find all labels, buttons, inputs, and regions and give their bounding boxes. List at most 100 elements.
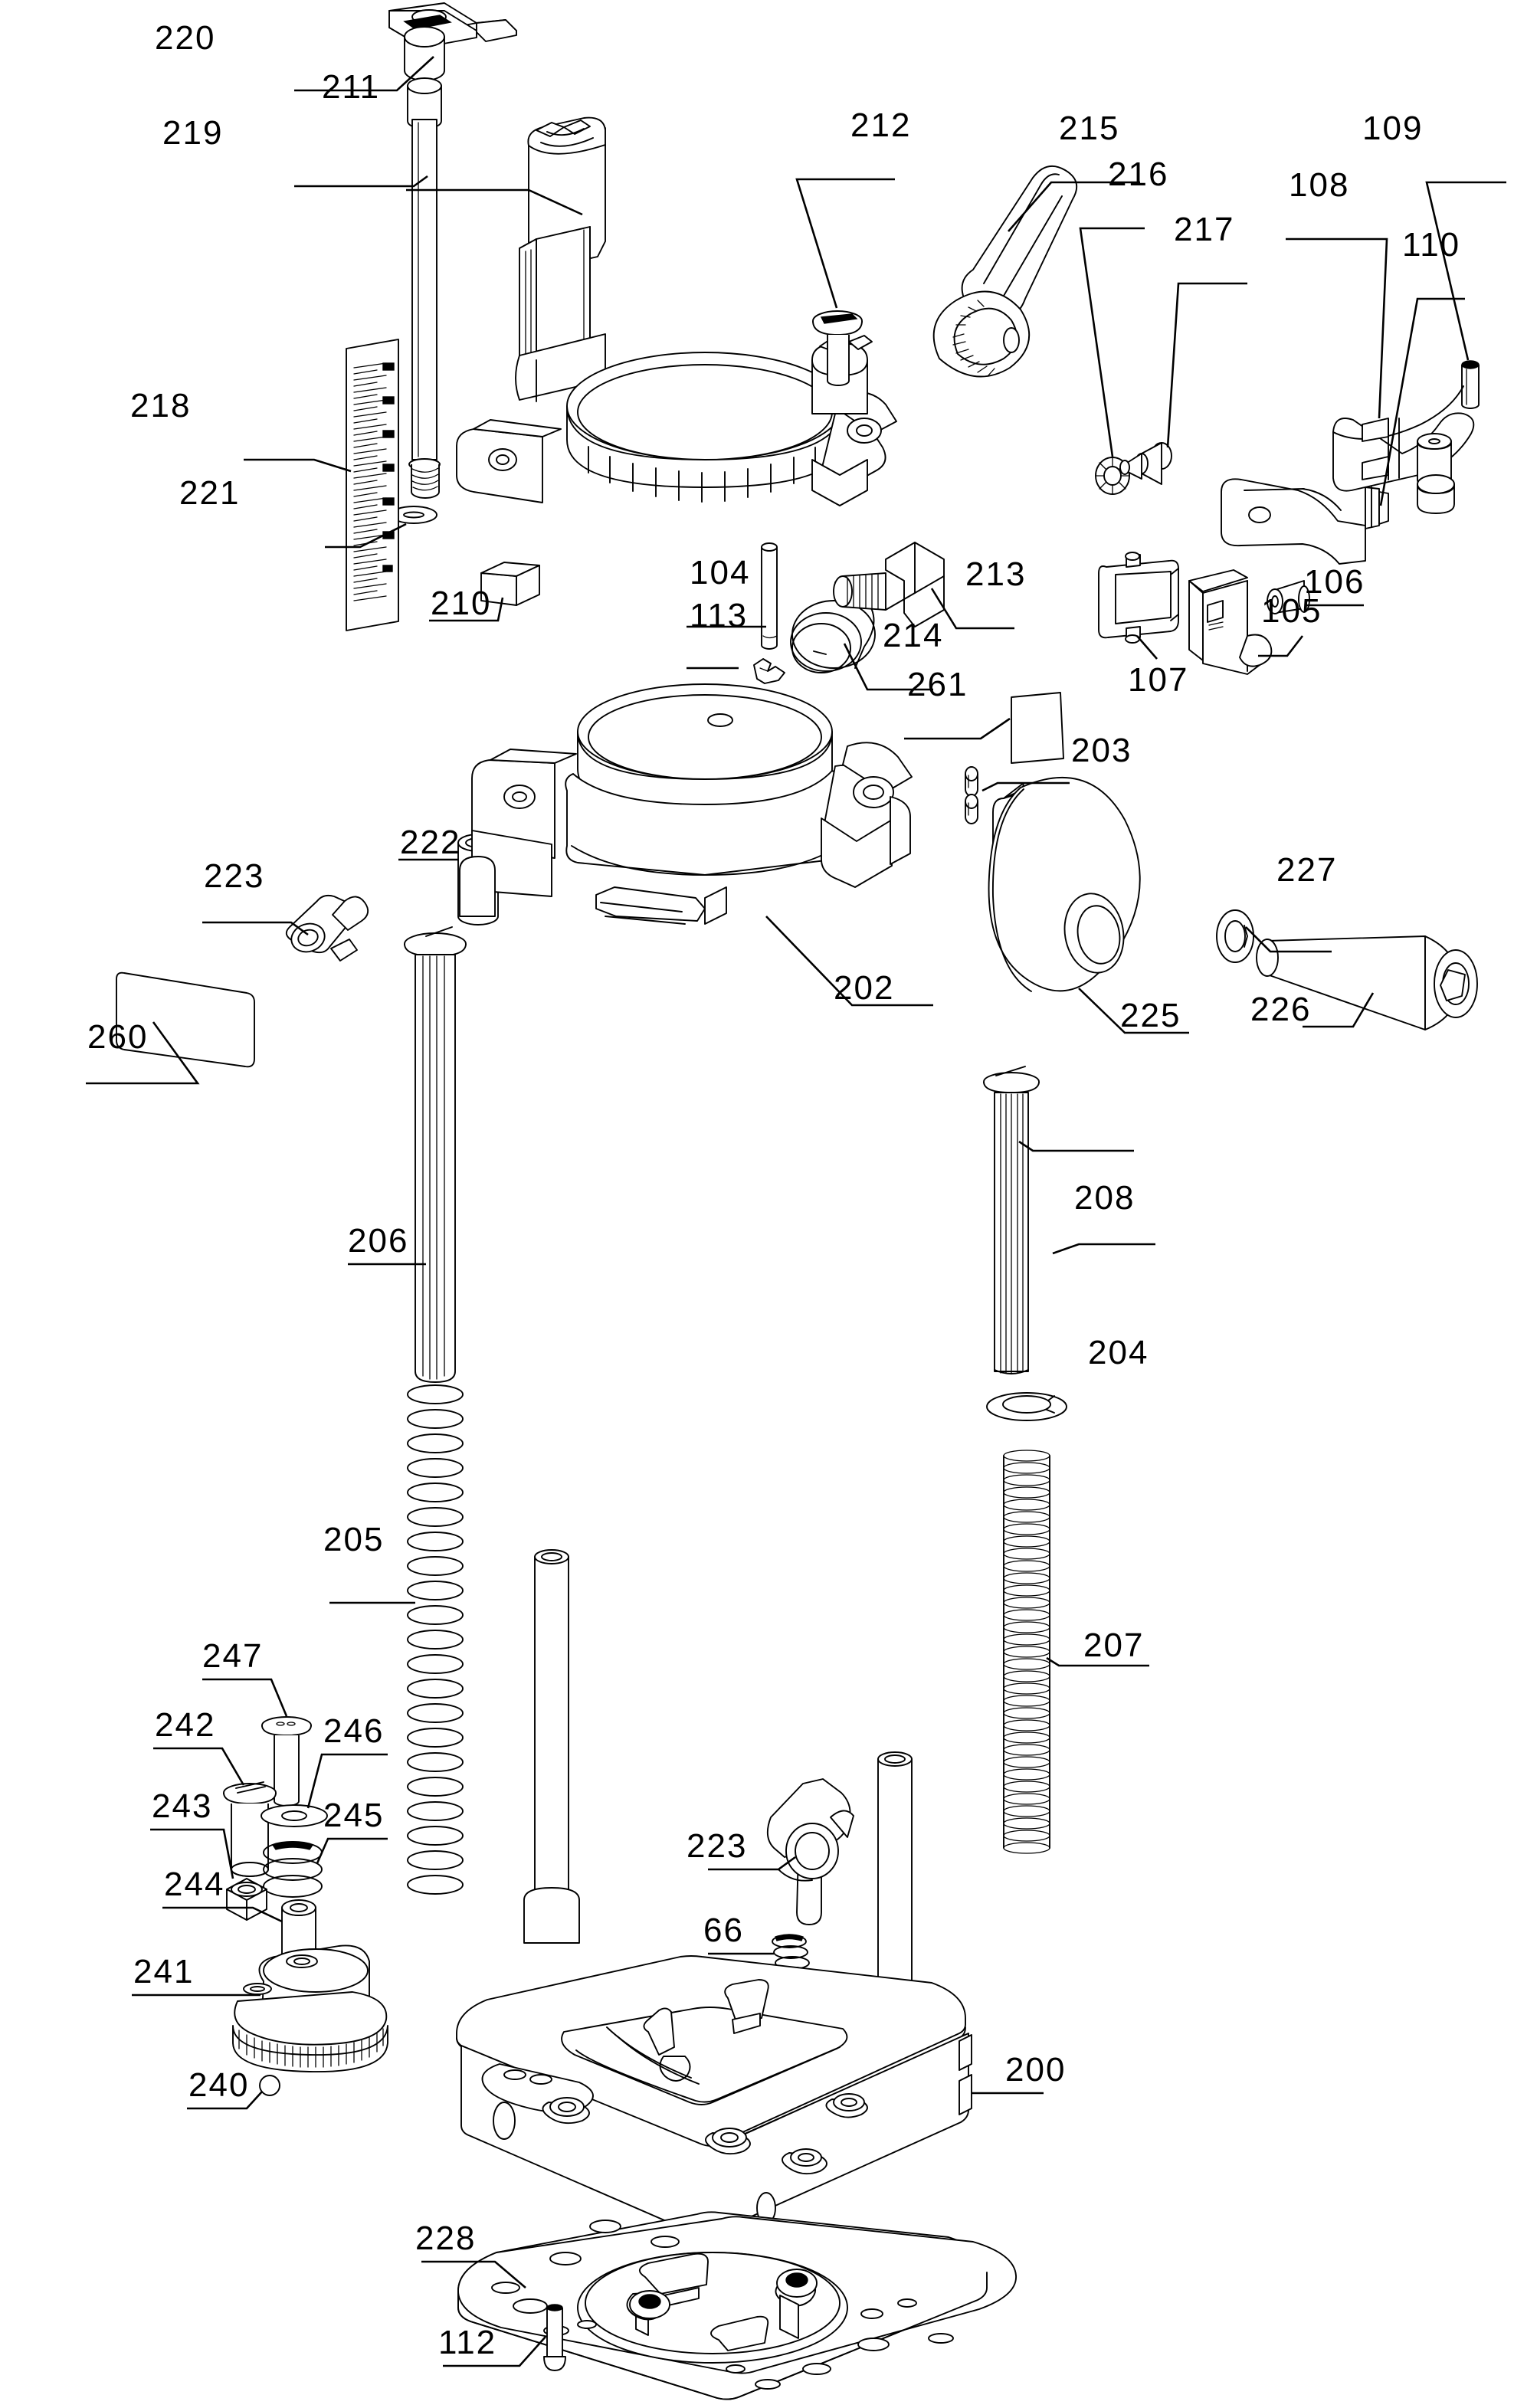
callout-66[interactable]: 66 [702,1914,746,1951]
callout-200[interactable]: 200 [1004,2053,1067,2090]
callout-107[interactable]: 107 [1126,663,1190,700]
callout-number-240: 240 [188,2066,250,2104]
callout-number-223-lower: 223 [687,1827,748,1865]
callout-218[interactable]: 218 [129,389,192,426]
callout-240[interactable]: 240 [187,2069,251,2105]
callout-211[interactable]: 211 [320,70,382,107]
callout-212[interactable]: 212 [849,109,913,146]
callout-number-205: 205 [323,1521,385,1558]
callout-215[interactable]: 215 [1057,112,1121,149]
callout-207[interactable]: 207 [1082,1629,1145,1666]
callout-number-225: 225 [1120,997,1181,1034]
callout-108[interactable]: 108 [1287,169,1351,205]
part-223-lock-lever-upper [285,894,369,962]
callout-number-204: 204 [1088,1334,1149,1371]
part-113-retaining-clip [753,658,785,684]
part-241-depth-adjust-knob [232,1944,388,2072]
callout-number-202: 202 [834,969,895,1007]
callout-113[interactable]: 113 [688,599,749,636]
callout-216[interactable]: 216 [1106,158,1170,195]
callout-204[interactable]: 204 [1086,1336,1150,1373]
callout-243[interactable]: 243 [150,1790,214,1826]
part-215-cam-lock-lever [932,165,1078,378]
callout-222[interactable]: 222 [398,826,462,863]
callout-221[interactable]: 221 [178,477,241,513]
callout-number-244: 244 [164,1866,225,1903]
callout-number-222: 222 [400,824,461,861]
callout-number-212: 212 [850,106,912,144]
callout-number-210: 210 [431,585,492,622]
leader-lines [86,56,1506,2367]
callout-203[interactable]: 203 [1070,734,1133,771]
callout-number-217: 217 [1174,211,1235,248]
callout-number-227: 227 [1276,851,1338,889]
rod-thread [408,458,441,499]
callout-number-66: 66 [703,1912,744,1949]
callout-241[interactable]: 241 [132,1955,195,1992]
part-211-motor-housing-top-cover [515,116,606,402]
callout-260[interactable]: 260 [86,1021,149,1057]
part-261-label-plate [1011,692,1064,764]
part-240-detent-ball [259,2075,280,2096]
callout-223-lower[interactable]: 223 [685,1830,749,1866]
part-105-switch-actuator [1188,569,1273,675]
callout-number-203: 203 [1071,732,1132,769]
part-208-guide-rod [983,1066,1040,1374]
callout-number-241: 241 [133,1953,195,1990]
callout-246[interactable]: 246 [322,1715,385,1751]
callout-number-107: 107 [1128,661,1189,699]
callout-number-260: 260 [87,1018,149,1056]
callout-number-221: 221 [179,474,241,512]
callout-214[interactable]: 214 [881,619,945,656]
part-203-set-screws [965,766,978,824]
callout-245[interactable]: 245 [322,1799,385,1836]
callout-206[interactable]: 206 [346,1224,410,1261]
part-204-lock-washer [986,1392,1067,1421]
part-225-handle-knob-right [988,777,1141,992]
callout-106[interactable]: 106 [1303,565,1366,602]
callout-213[interactable]: 213 [964,558,1027,595]
callout-number-223-upper: 223 [204,857,265,895]
part-210-dust-chute-tab [480,562,540,606]
callout-242[interactable]: 242 [153,1709,217,1745]
callout-109[interactable]: 109 [1361,112,1424,149]
callout-110[interactable]: 110 [1401,228,1462,265]
callout-number-216: 216 [1108,156,1169,193]
callout-247[interactable]: 247 [201,1640,264,1676]
callout-217[interactable]: 217 [1172,213,1236,250]
callout-number-106: 106 [1304,563,1365,601]
part-107-switch-module [1098,552,1179,644]
callout-number-206: 206 [348,1222,409,1260]
callout-261[interactable]: 261 [906,668,969,705]
callout-number-245: 245 [323,1797,385,1834]
callout-208[interactable]: 208 [1073,1181,1136,1218]
callout-225[interactable]: 225 [1119,999,1182,1036]
callout-105[interactable]: 105 [1260,595,1323,631]
part-110-clamp-handle-lower [1221,478,1389,565]
callout-223-upper[interactable]: 223 [202,860,266,896]
callout-number-108: 108 [1289,166,1350,204]
callout-227[interactable]: 227 [1275,853,1339,890]
callout-244[interactable]: 244 [162,1868,226,1905]
callout-number-109: 109 [1362,110,1424,147]
callout-228[interactable]: 228 [414,2222,477,2259]
callout-112[interactable]: 112 [437,2326,498,2363]
callout-220[interactable]: 220 [153,21,217,58]
part-212-pan-head-screw [812,310,863,386]
part-207-plunge-spring-small [1003,1450,1050,1854]
callout-104[interactable]: 104 [688,556,752,593]
callout-205[interactable]: 205 [322,1523,385,1560]
callout-number-104: 104 [690,554,751,591]
callout-number-211: 211 [322,68,381,106]
callout-202[interactable]: 202 [832,971,896,1008]
callout-219[interactable]: 219 [161,116,224,153]
part-245-wave-spring [263,1841,323,1898]
callout-number-215: 215 [1059,110,1120,147]
part-227-spring-washer [1216,909,1254,963]
callout-226[interactable]: 226 [1249,993,1312,1030]
part-206-guide-post-threaded [404,926,467,1383]
part-202-plunge-base-upper [459,683,913,925]
callout-210[interactable]: 210 [429,587,493,624]
callout-number-242: 242 [155,1706,216,1744]
